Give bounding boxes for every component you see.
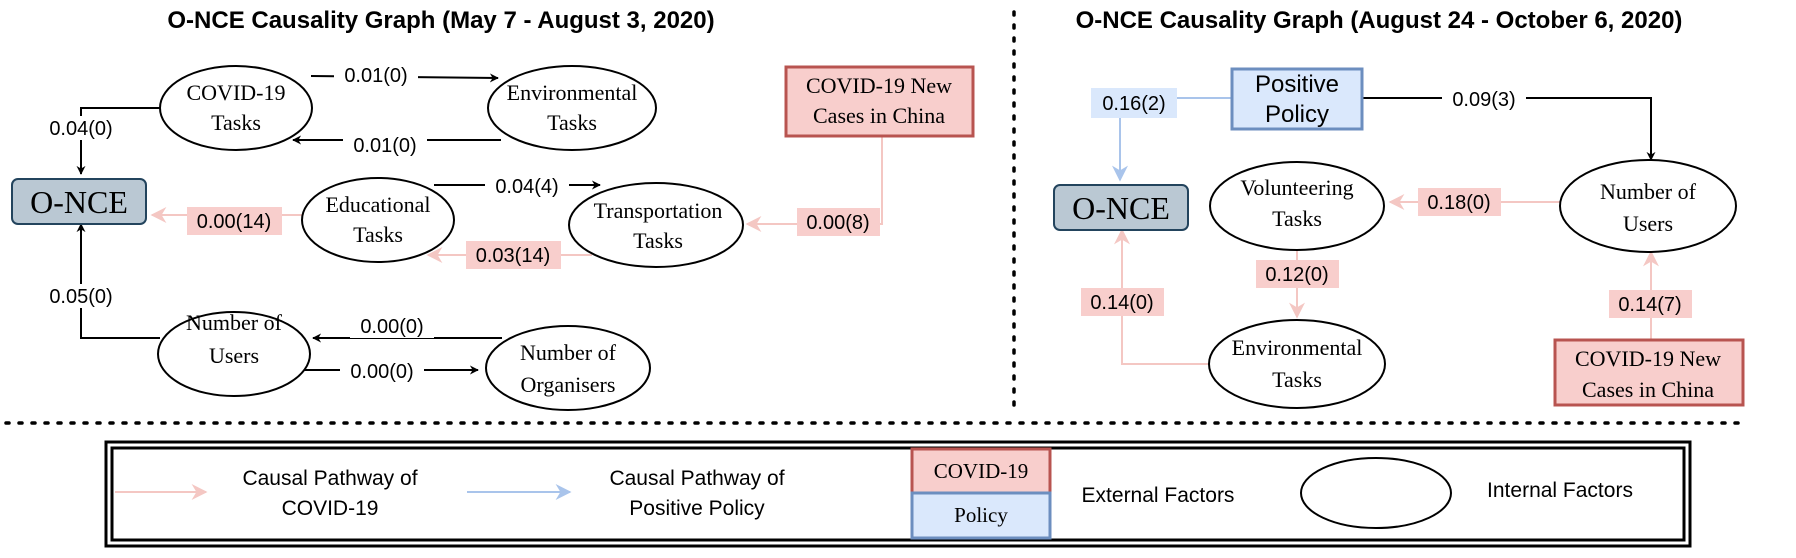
node-policy: Positive Policy bbox=[1230, 67, 1364, 131]
svg-text:Number of: Number of bbox=[186, 310, 283, 335]
svg-text:Volunteering: Volunteering bbox=[1240, 175, 1353, 200]
svg-text:Tasks: Tasks bbox=[211, 110, 261, 135]
svg-text:0.12(0): 0.12(0) bbox=[1265, 264, 1328, 286]
svg-text:0.00(0): 0.00(0) bbox=[350, 361, 413, 383]
node-covid-tasks: COVID-19 Tasks bbox=[159, 65, 313, 151]
svg-text:0.04(0): 0.04(0) bbox=[49, 118, 112, 140]
node-educational: Educational Tasks bbox=[301, 177, 455, 263]
svg-text:Tasks: Tasks bbox=[1272, 206, 1322, 231]
svg-text:0.03(14): 0.03(14) bbox=[476, 245, 551, 267]
label-users-to-org: 0.00(0) bbox=[340, 359, 424, 383]
svg-text:COVID-19: COVID-19 bbox=[187, 80, 286, 105]
svg-text:0.05(0): 0.05(0) bbox=[49, 286, 112, 308]
node-covid-china-left: COVID-19 New Cases in China bbox=[784, 65, 975, 138]
svg-text:Tasks: Tasks bbox=[353, 222, 403, 247]
right-panel: O-NCE Causality Graph (August 24 - Octob… bbox=[1053, 7, 1745, 409]
left-title: O-NCE Causality Graph (May 7 - August 3,… bbox=[167, 7, 714, 34]
node-environmental-left: Environmental Tasks bbox=[487, 65, 657, 151]
edge-covid-to-once bbox=[76, 107, 160, 175]
legend-frame-outer bbox=[104, 440, 1692, 548]
svg-text:Users: Users bbox=[1623, 211, 1673, 236]
label-trans-to-edu: 0.03(14) bbox=[466, 241, 561, 269]
label-china-to-users: 0.14(7) bbox=[1609, 290, 1692, 318]
label-env-to-covid: 0.01(0) bbox=[343, 133, 427, 157]
node-environmental-right: Environmental Tasks bbox=[1208, 319, 1386, 409]
svg-text:Internal Factors: Internal Factors bbox=[1487, 479, 1633, 502]
svg-text:0.01(0): 0.01(0) bbox=[353, 135, 416, 157]
label-covid-to-once: 0.04(0) bbox=[39, 116, 123, 140]
svg-text:Tasks: Tasks bbox=[547, 110, 597, 135]
node-once-right: O-NCE bbox=[1053, 184, 1189, 231]
legend-policy-pathway: Causal Pathway of Positive Policy bbox=[467, 467, 785, 520]
svg-text:Tasks: Tasks bbox=[1272, 367, 1322, 392]
svg-text:COVID-19 New: COVID-19 New bbox=[1575, 346, 1721, 371]
node-transportation: Transportation Tasks bbox=[568, 182, 744, 268]
legend-frame-inner bbox=[110, 446, 1686, 542]
svg-text:Organisers: Organisers bbox=[521, 372, 616, 397]
svg-text:0.04(4): 0.04(4) bbox=[495, 176, 558, 198]
svg-text:O-NCE: O-NCE bbox=[1072, 190, 1170, 226]
svg-text:Causal Pathway of: Causal Pathway of bbox=[242, 467, 417, 490]
svg-text:COVID-19 New: COVID-19 New bbox=[806, 73, 952, 98]
edge-users-to-once bbox=[76, 223, 160, 339]
right-title: O-NCE Causality Graph (August 24 - Octob… bbox=[1076, 7, 1683, 34]
svg-text:Educational: Educational bbox=[325, 192, 430, 217]
svg-text:Environmental: Environmental bbox=[507, 80, 638, 105]
legend-external-boxes: COVID-19 Policy External Factors bbox=[910, 447, 1235, 540]
legend: Causal Pathway of COVID-19 Causal Pathwa… bbox=[104, 440, 1692, 548]
svg-text:COVID-19: COVID-19 bbox=[934, 459, 1029, 483]
svg-text:0.00(14): 0.00(14) bbox=[197, 211, 272, 233]
svg-text:0.16(2): 0.16(2) bbox=[1102, 93, 1165, 115]
svg-text:Users: Users bbox=[209, 343, 259, 368]
label-edu-to-trans: 0.04(4) bbox=[485, 174, 569, 198]
svg-text:External Factors: External Factors bbox=[1082, 484, 1235, 507]
svg-text:Positive: Positive bbox=[1255, 71, 1339, 98]
label-covid-to-env: 0.01(0) bbox=[334, 63, 418, 87]
node-users-right: Number of Users bbox=[1559, 159, 1737, 253]
svg-text:Environmental: Environmental bbox=[1232, 335, 1363, 360]
label-users-to-vol: 0.18(0) bbox=[1418, 188, 1501, 216]
label-env-to-once: 0.14(0) bbox=[1081, 288, 1164, 316]
svg-text:0.14(7): 0.14(7) bbox=[1618, 294, 1681, 316]
svg-text:Transportation: Transportation bbox=[594, 198, 723, 223]
label-policy-to-users: 0.09(3) bbox=[1442, 87, 1526, 111]
svg-text:Policy: Policy bbox=[1265, 101, 1329, 128]
svg-text:Policy: Policy bbox=[954, 503, 1008, 527]
node-once-left: O-NCE bbox=[11, 178, 147, 225]
node-organisers: Number of Organisers bbox=[485, 325, 651, 411]
svg-text:0.09(3): 0.09(3) bbox=[1452, 89, 1515, 111]
svg-text:0.14(0): 0.14(0) bbox=[1090, 292, 1153, 314]
node-volunteering: Volunteering Tasks bbox=[1209, 161, 1385, 251]
svg-text:0.00(0): 0.00(0) bbox=[360, 316, 423, 338]
svg-text:Positive Policy: Positive Policy bbox=[629, 497, 765, 520]
svg-text:O-NCE: O-NCE bbox=[30, 184, 128, 220]
label-edu-to-once: 0.00(14) bbox=[187, 207, 282, 235]
svg-text:Number of: Number of bbox=[520, 340, 617, 365]
svg-text:Tasks: Tasks bbox=[633, 228, 683, 253]
svg-text:Number of: Number of bbox=[1600, 179, 1697, 204]
edge-china-to-trans bbox=[745, 136, 883, 232]
svg-text:0.01(0): 0.01(0) bbox=[344, 65, 407, 87]
svg-text:0.18(0): 0.18(0) bbox=[1427, 192, 1490, 214]
label-org-to-users: 0.00(0) bbox=[350, 314, 434, 338]
svg-text:COVID-19: COVID-19 bbox=[282, 497, 379, 520]
legend-covid-pathway: Causal Pathway of COVID-19 bbox=[115, 467, 418, 520]
left-panel: O-NCE Causality Graph (May 7 - August 3,… bbox=[11, 7, 975, 411]
label-policy-to-once: 0.16(2) bbox=[1091, 88, 1177, 118]
label-china-to-trans: 0.00(8) bbox=[797, 208, 880, 236]
label-vol-to-env: 0.12(0) bbox=[1256, 260, 1339, 288]
edge-env-to-once bbox=[1114, 228, 1210, 365]
svg-text:Cases in China: Cases in China bbox=[813, 103, 945, 128]
node-users-left: Number of Users bbox=[157, 310, 311, 397]
legend-internal: Internal Factors bbox=[1300, 457, 1633, 529]
svg-text:Causal Pathway of: Causal Pathway of bbox=[609, 467, 784, 490]
svg-text:0.00(8): 0.00(8) bbox=[806, 212, 869, 234]
label-users-to-once: 0.05(0) bbox=[39, 284, 123, 308]
svg-text:Cases in China: Cases in China bbox=[1582, 377, 1714, 402]
node-covid-china-right: COVID-19 New Cases in China bbox=[1553, 338, 1745, 407]
